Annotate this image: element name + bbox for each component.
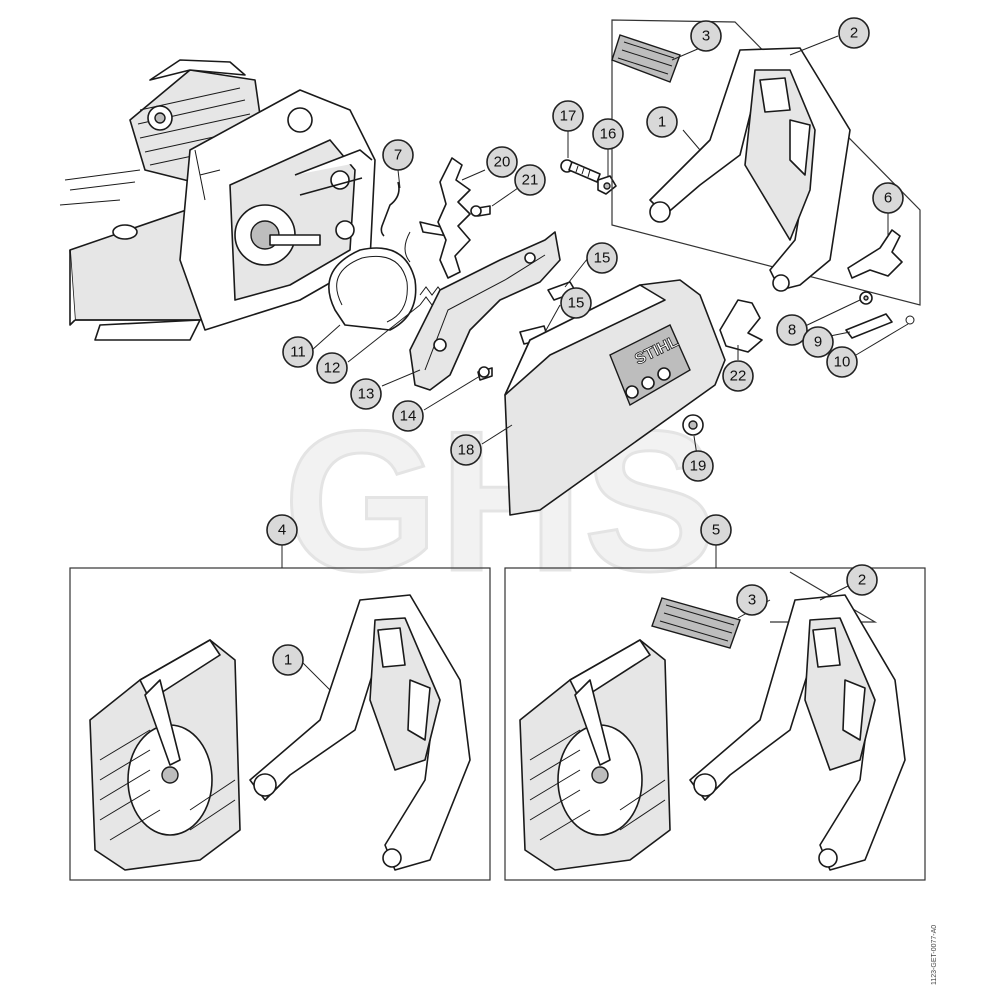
svg-text:10: 10 [834, 354, 851, 371]
svg-text:21: 21 [522, 172, 539, 189]
callout-7: 7 [382, 139, 414, 171]
callout-16: 16 [592, 118, 624, 150]
callout-4: 4 [266, 514, 298, 546]
svg-text:5: 5 [712, 522, 720, 539]
svg-text:1: 1 [284, 652, 292, 669]
callout-14: 14 [392, 400, 424, 432]
callout-15-lower: 15 [560, 287, 592, 319]
part-16-nut [597, 175, 617, 195]
svg-text:11: 11 [290, 344, 306, 361]
svg-text:22: 22 [730, 368, 747, 385]
callout-12: 12 [316, 352, 348, 384]
callout-8: 8 [776, 314, 808, 346]
kit-5-box-outline [504, 567, 926, 881]
svg-text:20: 20 [494, 154, 511, 171]
svg-text:15: 15 [568, 295, 585, 312]
leader-lines [281, 35, 909, 691]
callout-19: 19 [682, 450, 714, 482]
svg-text:12: 12 [324, 360, 341, 377]
kit-5-hand-guard [689, 594, 906, 871]
callout-2-kit5: 2 [846, 564, 878, 596]
callout-18: 18 [450, 434, 482, 466]
svg-text:4: 4 [278, 522, 286, 539]
kit-4-hand-guard [249, 594, 471, 871]
kit-5-part-3-plate [651, 597, 741, 649]
callout-13: 13 [350, 378, 382, 410]
svg-text:14: 14 [400, 408, 417, 425]
svg-text:2: 2 [850, 25, 858, 42]
callout-1: 1 [646, 106, 678, 138]
svg-text:13: 13 [358, 386, 375, 403]
svg-text:6: 6 [884, 190, 892, 207]
kit-4-box-outline [69, 567, 491, 881]
svg-text:16: 16 [600, 126, 617, 143]
svg-text:3: 3 [748, 592, 756, 609]
part-8-washer [859, 291, 873, 305]
part-10-clip [905, 315, 915, 325]
callout-2: 2 [838, 17, 870, 49]
part-14-screw [477, 366, 493, 381]
figure-reference-code: 1123-GET-0077-A0 [931, 925, 938, 985]
svg-text:3: 3 [702, 28, 710, 45]
callout-10: 10 [826, 346, 858, 378]
svg-text:19: 19 [690, 458, 707, 475]
part-18-sprocket-cover: STIHL [504, 279, 726, 516]
callout-5: 5 [700, 514, 732, 546]
kit-4-sprocket-cover [89, 639, 241, 871]
part-11-brake-band [328, 221, 449, 331]
part-3-plate [611, 34, 681, 83]
part-1-hand-guard-top [649, 47, 851, 292]
part-13-brake-plate [409, 231, 561, 391]
callout-17: 17 [552, 100, 584, 132]
callout-6: 6 [872, 182, 904, 214]
callout-21: 21 [514, 164, 546, 196]
callout-11: 11 [282, 336, 314, 368]
part-17-bolt [560, 159, 601, 183]
svg-text:9: 9 [814, 334, 822, 351]
svg-text:17: 17 [560, 108, 577, 125]
part-7-bracket [380, 181, 400, 237]
svg-text:1: 1 [658, 114, 666, 131]
callout-20: 20 [486, 146, 518, 178]
svg-text:7: 7 [394, 147, 402, 164]
callouts: 1 2 3 6 7 20 21 17 16 15 15 11 12 13 14 … [266, 17, 904, 676]
handguard-box-outline [611, 19, 921, 306]
part-22-tensioner [719, 299, 763, 353]
svg-text:18: 18 [458, 442, 475, 459]
engine-assembly [59, 59, 376, 341]
svg-text:2: 2 [858, 572, 866, 589]
svg-text:15: 15 [594, 250, 611, 267]
callout-9: 9 [802, 326, 834, 358]
callout-1-kit4: 1 [272, 644, 304, 676]
callout-15-upper: 15 [586, 242, 618, 274]
part-9-link [845, 313, 893, 339]
callout-3-kit5: 3 [736, 584, 768, 616]
part-19-nut [682, 414, 704, 436]
part-20-tab [437, 157, 471, 279]
callout-3: 3 [690, 20, 722, 52]
callout-22: 22 [722, 360, 754, 392]
svg-text:8: 8 [788, 322, 796, 339]
kit-5-sprocket-cover [519, 639, 671, 871]
part-21-screw [470, 205, 491, 217]
part-6-lever [847, 229, 903, 279]
